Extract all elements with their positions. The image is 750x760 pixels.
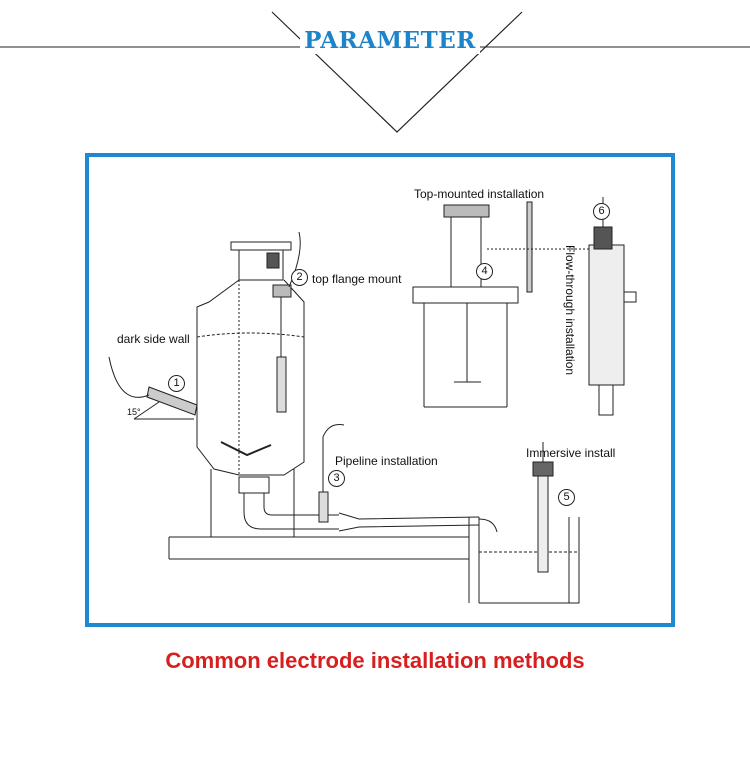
marker-2: 2: [291, 269, 308, 286]
marker-3: 3: [328, 470, 345, 487]
parameter-banner: PARAMETER: [0, 0, 750, 140]
banner-chevron: [0, 11, 750, 133]
marker-6: 6: [593, 203, 610, 220]
label-top-mounted-installation: Top-mounted installation: [414, 187, 545, 201]
label-dark-side-wall: dark side wall: [117, 332, 190, 346]
marker-4: 4: [476, 263, 493, 280]
diagram-frame: dark side wall 15° top flange mount Pipe…: [85, 153, 675, 627]
label-pipeline-installation: Pipeline installation: [335, 454, 438, 468]
diagram-caption: Common electrode installation methods: [165, 648, 585, 673]
top-mounted-vessel: [412, 201, 589, 408]
marker-5: 5: [558, 489, 575, 506]
page-title: PARAMETER: [300, 27, 480, 54]
water-tank: [479, 442, 580, 604]
label-immersive-install: Immersive install: [526, 446, 616, 460]
installation-diagram: [108, 197, 637, 604]
side-wall-electrode: [108, 356, 198, 420]
label-flow-through-installation: Flow-through installation: [563, 245, 577, 376]
marker-1: 1: [168, 375, 185, 392]
reactor-tank: [196, 241, 305, 537]
label-top-flange-mount: top flange mount: [312, 272, 402, 286]
ground-slab: [168, 517, 480, 603]
pipeline: [243, 424, 498, 533]
flow-through-cell: [588, 197, 637, 416]
label-angle: 15°: [127, 407, 141, 417]
